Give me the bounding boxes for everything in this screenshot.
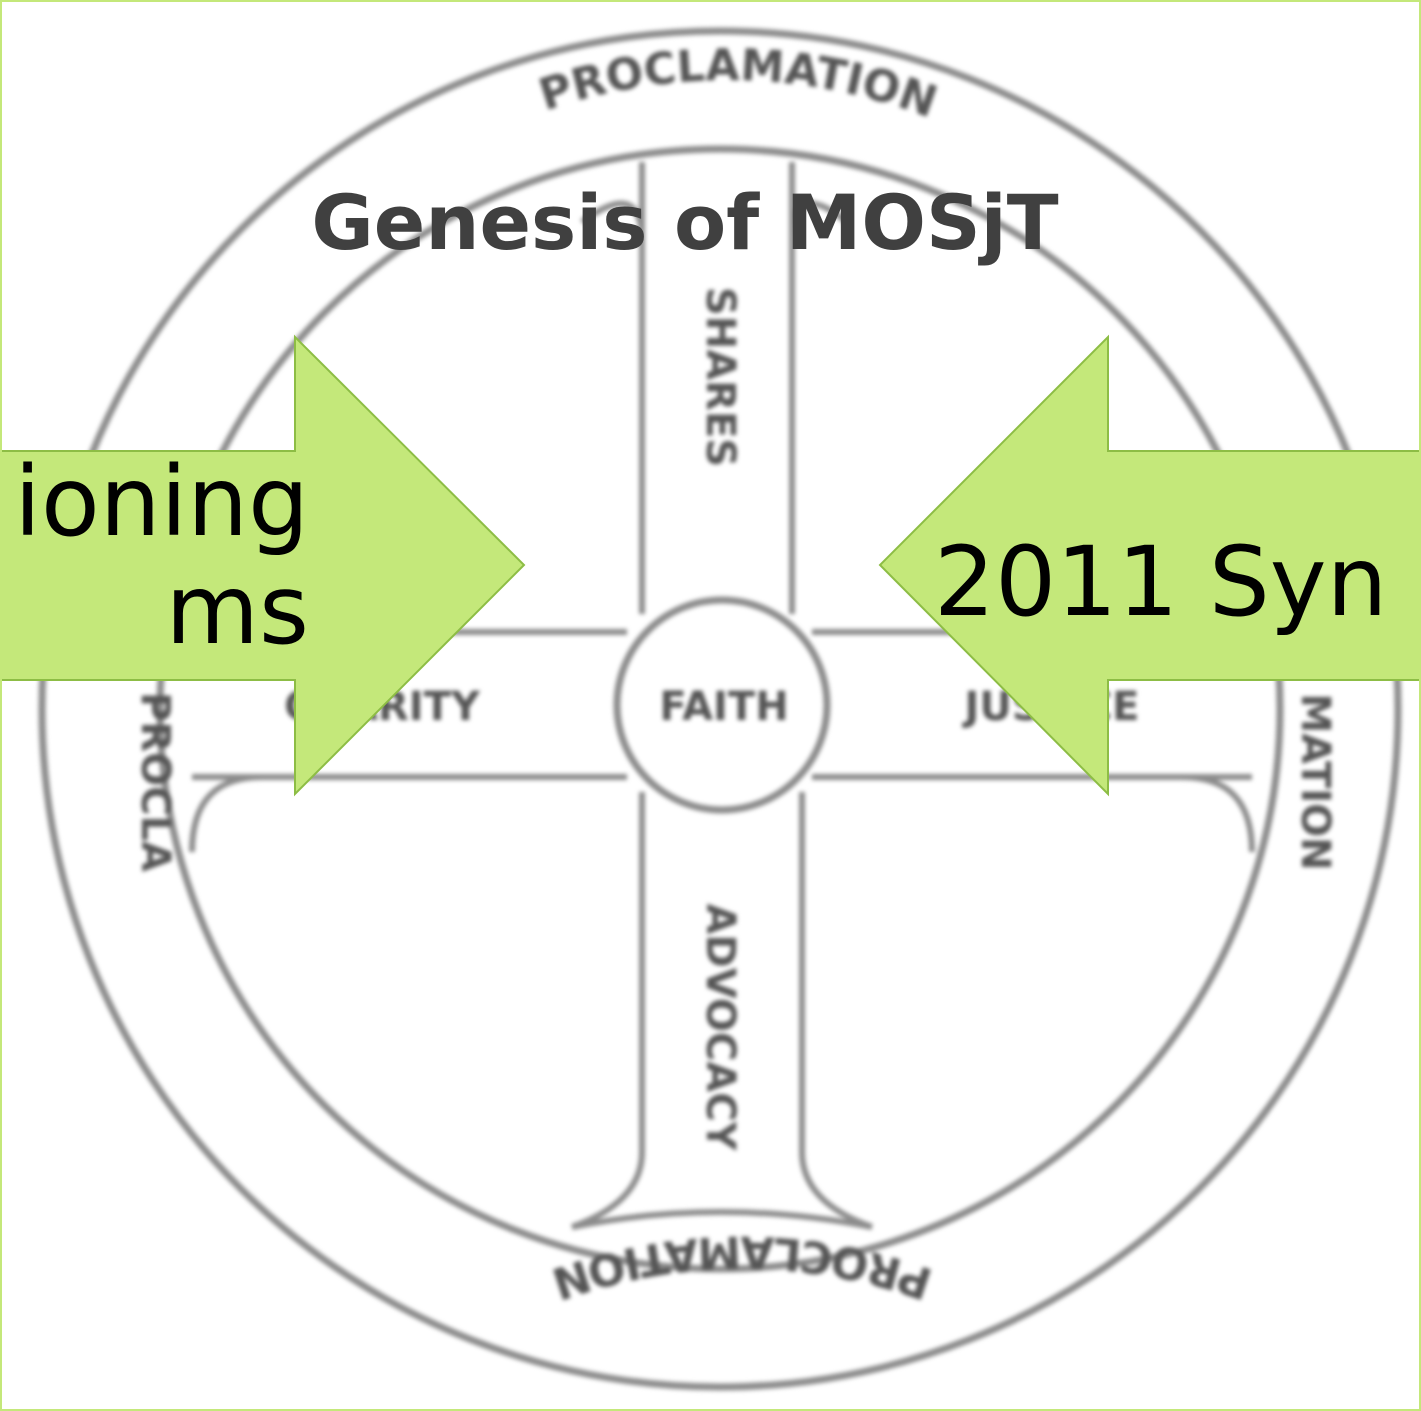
arm-label-top: SHARES <box>697 287 743 467</box>
arm-label-bottom: ADVOCACY <box>697 903 743 1151</box>
right-block-arrow <box>878 334 1419 797</box>
left-arrow-line-1: ioning <box>14 446 309 558</box>
wheel-outer-ring <box>38 27 1402 1391</box>
left-arrow-line-2: ms <box>165 554 309 666</box>
left-block-arrow <box>2 334 526 797</box>
ring-label-left: PROCLA <box>132 692 178 872</box>
left-arrow-text: ioning ms <box>14 448 309 664</box>
slide-title: Genesis of MOSjT <box>311 178 1059 267</box>
ring-label-right: MATION <box>1292 693 1338 870</box>
center-label-faith: FAITH <box>659 684 788 730</box>
faith-hub <box>613 596 831 814</box>
right-arrow-text: 2011 Syn <box>934 526 1388 638</box>
